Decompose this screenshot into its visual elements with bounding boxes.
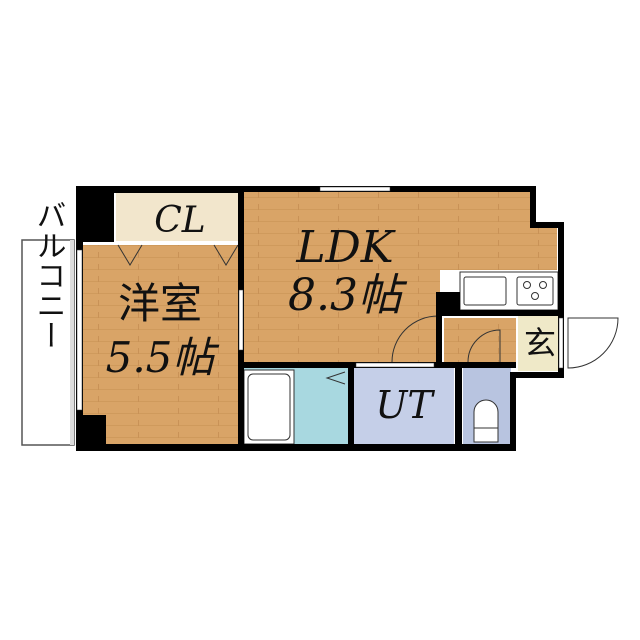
ldk-room (244, 192, 557, 362)
toilet-icon (473, 399, 499, 429)
bath-door-icon (325, 371, 346, 385)
balcony-rail (70, 240, 74, 445)
utility-room (354, 368, 454, 446)
entrance-door (567, 317, 619, 369)
ldk-label: LDK (295, 222, 395, 273)
ldk-size: 8.3帖 (288, 270, 408, 321)
balcony-label: バルコニー (31, 200, 66, 350)
toilet-tank (473, 427, 499, 443)
utility-label: UT (375, 383, 435, 427)
entrance (518, 316, 562, 371)
entrance-opening (558, 317, 564, 369)
toilet-door (467, 329, 501, 363)
burner-icon (539, 281, 547, 289)
utility-door (355, 362, 435, 368)
burner-icon (531, 292, 539, 300)
western-door (238, 289, 244, 351)
western-label: 洋室 (118, 279, 202, 328)
entrance-label: 玄 (524, 324, 556, 362)
bathtub-inner (247, 373, 291, 441)
closet-label: CL (154, 200, 205, 241)
balcony-window (76, 249, 83, 411)
western-room (82, 245, 240, 445)
closet-doors (117, 244, 239, 266)
burner-icon (523, 281, 531, 289)
balcony (21, 239, 75, 446)
kitchen-sink (463, 276, 507, 306)
closet (116, 193, 240, 241)
ldk-door (391, 315, 439, 363)
western-size: 5.5帖 (106, 333, 220, 382)
ldk-window (319, 186, 391, 192)
hallway (444, 318, 516, 362)
bathtub (243, 369, 295, 445)
stove (516, 276, 554, 306)
